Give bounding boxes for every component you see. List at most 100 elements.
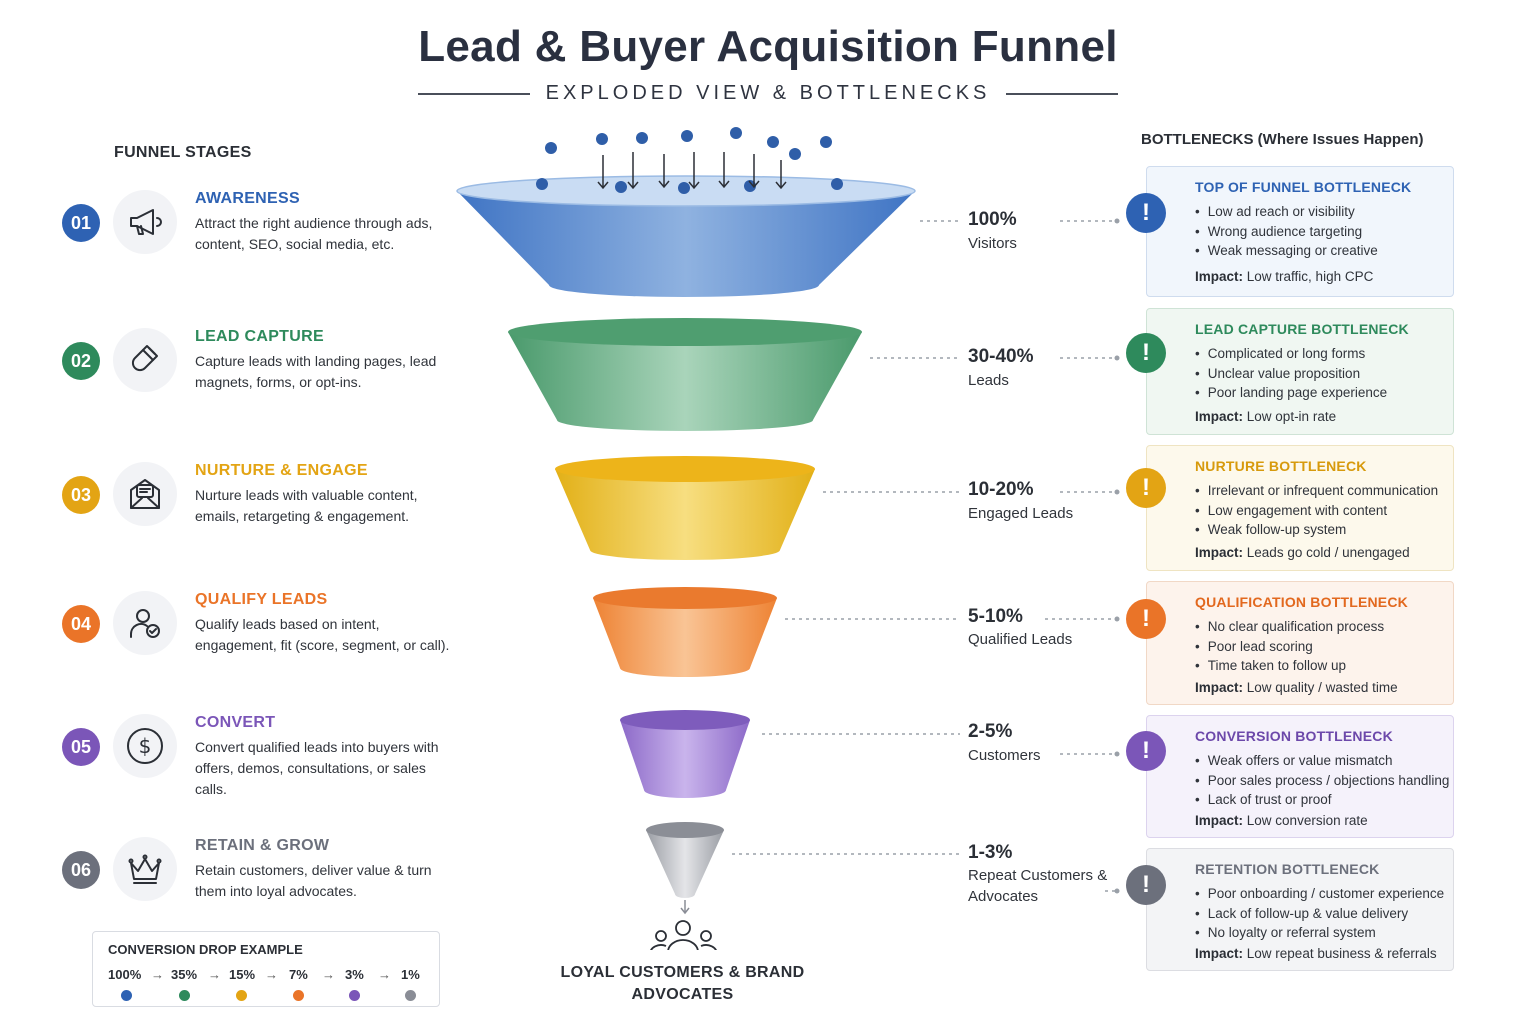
example-value: 100% <box>108 967 142 982</box>
metric-value: 100% <box>968 209 1017 230</box>
funnel-tier-awareness <box>456 175 916 297</box>
impact-label: Impact: <box>1195 409 1244 424</box>
bottleneck-title: NURTURE BOTTLENECK <box>1195 458 1367 474</box>
metric-value: 2-5% <box>968 721 1013 742</box>
metric-label: Leads <box>968 372 1009 389</box>
example-dot-yellow <box>236 990 247 1001</box>
stage-title: RETAIN & GROW <box>195 837 330 854</box>
stage-description: Convert qualified leads into buyers with… <box>195 739 439 797</box>
metric-label: Customers <box>968 747 1041 764</box>
metric-label: Visitors <box>968 235 1017 252</box>
stage-retain-grow: 06 RETAIN & GROW Retain customers, deliv… <box>62 837 462 947</box>
example-title: CONVERSION DROP EXAMPLE <box>108 942 303 957</box>
bottleneck-title: LEAD CAPTURE BOTTLENECK <box>1195 321 1409 337</box>
metric-value: 1-3% <box>968 842 1013 863</box>
impact-text: Low opt-in rate <box>1246 409 1337 424</box>
example-value: 15% <box>229 967 256 982</box>
stage-title: LEAD CAPTURE <box>195 328 324 345</box>
list-item: Wrong audience targeting <box>1195 222 1378 242</box>
list-item: Unclear value proposition <box>1195 364 1387 384</box>
list-item: Low engagement with content <box>1195 501 1438 521</box>
alert-icon: ! <box>1126 193 1166 233</box>
impact-text: Low conversion rate <box>1246 813 1368 828</box>
arrow-down-icon <box>680 900 690 915</box>
impact-label: Impact: <box>1195 813 1244 828</box>
example-dot-purple <box>349 990 360 1001</box>
leader-lines <box>732 220 1117 892</box>
stage-nurture-engage: 03 NURTURE & ENGAGE Nurture leads with v… <box>62 462 462 572</box>
example-value: 7% <box>289 967 308 982</box>
stage-number: 04 <box>62 605 100 643</box>
list-item: Poor landing page experience <box>1195 383 1387 403</box>
impact-text: Low repeat business & referrals <box>1246 946 1437 961</box>
example-dot-orange <box>293 990 304 1001</box>
leader-dots <box>1114 218 1120 894</box>
stage-number: 01 <box>62 204 100 242</box>
list-item: No loyalty or referral system <box>1195 923 1444 943</box>
conversion-drop-example: CONVERSION DROP EXAMPLE 100% → 35% → 15%… <box>92 931 440 1007</box>
bottlenecks-heading: BOTTLENECKS (Where Issues Happen) <box>1141 131 1424 148</box>
metric-value: 5-10% <box>968 606 1023 627</box>
megaphone-icon <box>113 190 177 254</box>
bottleneck-card-top-of-funnel: TOP OF FUNNEL BOTTLENECK Low ad reach or… <box>1146 166 1454 297</box>
bottleneck-card-conversion: CONVERSION BOTTLENECK Weak offers or val… <box>1146 715 1454 838</box>
bottleneck-card-lead-capture: LEAD CAPTURE BOTTLENECK Complicated or l… <box>1146 308 1454 435</box>
alert-icon: ! <box>1126 599 1166 639</box>
list-item: Poor onboarding / customer experience <box>1195 884 1444 904</box>
funnel-diagram <box>456 127 1120 950</box>
stages-heading: FUNNEL STAGES <box>114 144 252 161</box>
dollar-icon: $ <box>113 714 177 778</box>
alert-icon: ! <box>1126 731 1166 771</box>
example-dot-gray <box>405 990 416 1001</box>
bottleneck-title: QUALIFICATION BOTTLENECK <box>1195 594 1408 610</box>
funnel-tier-lead-capture <box>508 318 862 431</box>
bottleneck-impact: Impact: Low repeat business & referrals <box>1195 946 1437 961</box>
stage-qualify-leads: 04 QUALIFY LEADS Qualify leads based on … <box>62 591 462 701</box>
bottleneck-impact: Impact: Low traffic, high CPC <box>1195 269 1373 284</box>
list-item: Lack of follow-up & value delivery <box>1195 904 1444 924</box>
bottleneck-impact: Impact: Low opt-in rate <box>1195 409 1336 424</box>
example-arrow: → <box>265 967 278 982</box>
stage-awareness: 01 AWARENESS Attract the right audience … <box>62 190 462 300</box>
stage-lead-capture: 02 LEAD CAPTURE Capture leads with landi… <box>62 328 462 438</box>
bottleneck-title: CONVERSION BOTTLENECK <box>1195 728 1393 744</box>
example-arrow: → <box>151 967 164 982</box>
example-arrow: → <box>208 967 221 982</box>
stage-description: Nurture leads with valuable content, ema… <box>195 487 418 524</box>
svg-text:$: $ <box>139 734 152 758</box>
bottleneck-impact: Impact: Leads go cold / unengaged <box>1195 545 1410 560</box>
stage-convert: 05 $ CONVERT Convert qualified leads int… <box>62 714 462 824</box>
metric-label: Qualified Leads <box>968 631 1073 648</box>
list-item: Poor lead scoring <box>1195 637 1384 657</box>
impact-text: Low traffic, high CPC <box>1246 269 1374 284</box>
stage-title: AWARENESS <box>195 190 300 207</box>
impact-label: Impact: <box>1195 946 1244 961</box>
crown-icon <box>113 837 177 901</box>
stage-description: Attract the right audience through ads, … <box>195 215 433 252</box>
list-item: Complicated or long forms <box>1195 344 1387 364</box>
funnel-tier-nurture <box>555 456 815 560</box>
alert-icon: ! <box>1126 468 1166 508</box>
list-item: Time taken to follow up <box>1195 656 1384 676</box>
impact-text: Low quality / wasted time <box>1246 680 1398 695</box>
bottleneck-title: TOP OF FUNNEL BOTTLENECK <box>1195 179 1412 195</box>
people-group-icon <box>650 920 717 950</box>
alert-icon: ! <box>1126 333 1166 373</box>
list-item: Lack of trust or proof <box>1195 790 1449 810</box>
bottleneck-card-retention: RETENTION BOTTLENECK Poor onboarding / c… <box>1146 848 1454 971</box>
bottleneck-card-nurture: NURTURE BOTTLENECK Irrelevant or infrequ… <box>1146 445 1454 571</box>
stage-number: 02 <box>62 342 100 380</box>
bottleneck-impact: Impact: Low conversion rate <box>1195 813 1368 828</box>
bottleneck-list: Low ad reach or visibility Wrong audienc… <box>1195 202 1378 261</box>
incoming-arrows <box>597 152 787 190</box>
bottleneck-list: Irrelevant or infrequent communication L… <box>1195 481 1438 540</box>
metric-value: 30-40% <box>968 346 1034 367</box>
metric-label: Repeat Customers & Advocates <box>968 867 1108 905</box>
bottleneck-title: RETENTION BOTTLENECK <box>1195 861 1380 877</box>
subtitle-rule-right <box>1006 92 1119 95</box>
user-check-icon <box>113 591 177 655</box>
example-arrow: → <box>322 967 335 982</box>
bottleneck-list: Poor onboarding / customer experience La… <box>1195 884 1444 943</box>
list-item: Weak follow-up system <box>1195 520 1438 540</box>
stage-number: 05 <box>62 728 100 766</box>
